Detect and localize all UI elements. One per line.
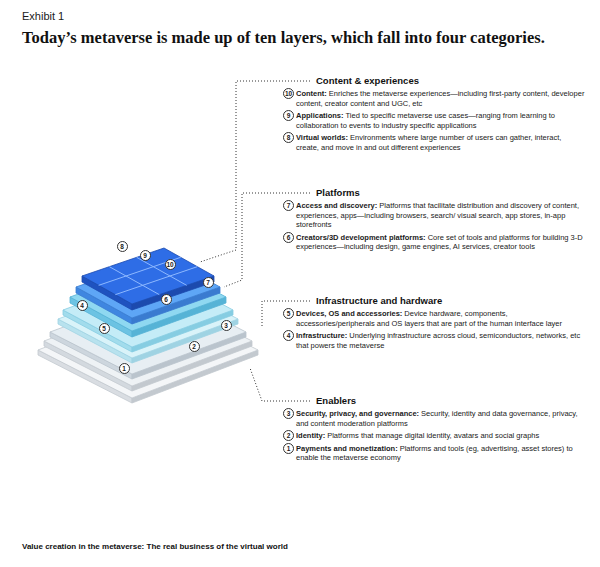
tile-line <box>109 267 159 295</box>
category-heading: Enablers <box>316 395 586 406</box>
leader-line <box>200 81 310 262</box>
callout-number: 5 <box>283 308 294 319</box>
callout-number: 9 <box>140 250 151 261</box>
callout-number-text: 8 <box>284 133 293 142</box>
callout-number-text: 5 <box>284 309 293 318</box>
layer-description: Access and discovery:Platforms that faci… <box>296 201 586 230</box>
callout-number-text: 10 <box>284 89 293 98</box>
callout-number-text: 9 <box>284 111 293 120</box>
layer-name: Access and discovery: <box>296 201 377 210</box>
callout-number: 3 <box>221 320 232 331</box>
callout-number: 2 <box>283 430 294 441</box>
callout-number: 1 <box>283 443 294 454</box>
tile-line <box>115 267 197 295</box>
layer-description: Content:Enriches the metaverse experienc… <box>296 89 586 108</box>
callout-number: 9 <box>283 110 294 121</box>
layer-description: Virtual worlds:Environments where large … <box>296 133 586 152</box>
callout-number: 7 <box>203 277 214 288</box>
layer-description: Security, privacy, and governance:Securi… <box>296 409 586 428</box>
category-heading: Infrastructure and hardware <box>316 295 586 306</box>
layer-name: Applications: <box>296 111 344 120</box>
callout-number-text: 5 <box>100 324 109 333</box>
layer-description: Devices, OS and accessories:Device hardw… <box>296 309 586 328</box>
layer-description: Payments and monetization:Platforms and … <box>296 444 586 463</box>
callout-number-text: 1 <box>120 364 129 373</box>
callout-number-text: 4 <box>78 301 87 310</box>
layer-top <box>82 248 214 304</box>
callout-number-text: 6 <box>284 233 293 242</box>
callout-number: 5 <box>99 323 110 334</box>
callout-number-text: 8 <box>118 242 127 251</box>
layer-description: Applications:Tied to specific metaverse … <box>296 111 586 130</box>
callout-number-text: 7 <box>204 278 213 287</box>
callout-number: 7 <box>283 200 294 211</box>
category-group: Infrastructure and hardwareDevices, OS a… <box>296 295 586 350</box>
layer-name: Payments and monetization: <box>296 444 398 453</box>
callout-number: 1 <box>119 363 130 374</box>
callout-number: 8 <box>283 132 294 143</box>
callout-number: 10 <box>283 88 294 99</box>
layer-name: Security, privacy, and governance: <box>296 409 419 418</box>
callout-number: 6 <box>161 294 172 305</box>
callout-number-text: 4 <box>284 331 293 340</box>
layer-name: Virtual worlds: <box>296 133 348 142</box>
layer-description: Identity:Platforms that manage digital i… <box>296 431 586 441</box>
title: Today’s metaverse is made up of ten laye… <box>22 28 582 47</box>
layer-name: Devices, OS and accessories: <box>296 309 402 318</box>
callout-number: 3 <box>283 408 294 419</box>
callout-number-text: 2 <box>284 431 293 440</box>
callout-number: 4 <box>283 330 294 341</box>
layer-name: Identity: <box>296 431 325 440</box>
callout-number-text: 10 <box>166 260 175 269</box>
callout-number: 4 <box>77 300 88 311</box>
callout-number-text: 9 <box>141 251 150 260</box>
callout-number-text: 3 <box>222 321 231 330</box>
exhibit-label: Exhibit 1 <box>22 10 64 22</box>
category-group: Content & experiencesContent:Enriches th… <box>296 75 586 152</box>
layer-description: Creators/3D development platforms:Core s… <box>296 233 586 252</box>
callout-number-text: 1 <box>284 444 293 453</box>
layer-name: Content: <box>296 89 327 98</box>
layer-name: Creators/3D development platforms: <box>296 233 426 242</box>
tile-line <box>137 257 187 285</box>
caption: Value creation in the metaverse: The rea… <box>22 542 582 552</box>
tile-line <box>99 257 181 285</box>
callout-number-text: 6 <box>162 295 171 304</box>
callout-number-text: 3 <box>284 409 293 418</box>
category-heading: Content & experiences <box>316 75 586 86</box>
layer-name: Infrastructure: <box>296 331 347 340</box>
leader-line <box>250 368 310 401</box>
callout-number: 10 <box>165 259 176 270</box>
layer-text: Enriches the metaverse experiences—inclu… <box>296 89 584 108</box>
category-group: EnablersSecurity, privacy, and governanc… <box>296 395 586 463</box>
layer-description: Infrastructure:Underlying infrastructure… <box>296 331 586 350</box>
callout-number: 8 <box>117 241 128 252</box>
category-heading: Platforms <box>316 187 586 198</box>
category-group: PlatformsAccess and discovery:Platforms … <box>296 187 586 252</box>
callout-number-text: 2 <box>190 342 199 351</box>
callout-number: 6 <box>283 232 294 243</box>
callout-number: 2 <box>189 341 200 352</box>
callout-number-text: 7 <box>284 201 293 210</box>
layer-text: Platforms that manage digital identity, … <box>327 431 539 440</box>
